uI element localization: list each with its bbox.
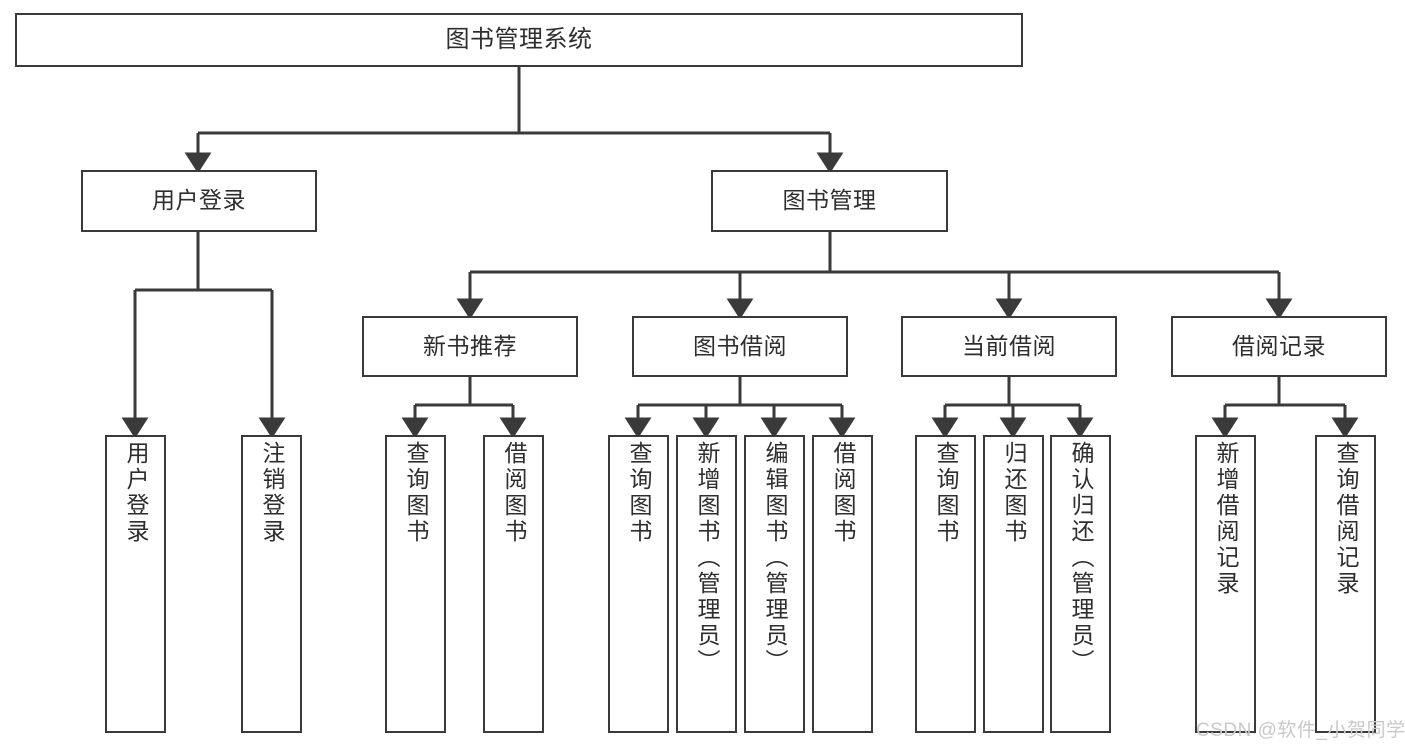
- node-label: 图书管理系统: [445, 25, 593, 53]
- node-label: 当前借阅: [962, 332, 1056, 359]
- node-label: 新增借阅记录: [1213, 441, 1239, 597]
- node-label: 借阅记录: [1232, 332, 1326, 359]
- leaf-user-login[interactable]: 用户登录: [105, 435, 166, 733]
- leaf-confirm-return-admin[interactable]: 确认归还（管理员）: [1050, 435, 1111, 733]
- leaf-logout[interactable]: 注销登录: [241, 435, 302, 733]
- node-book-borrow[interactable]: 图书借阅: [632, 316, 848, 377]
- leaf-return-books[interactable]: 归还图书: [983, 435, 1044, 733]
- node-user-login[interactable]: 用户登录: [81, 170, 317, 232]
- node-label: 图书借阅: [693, 332, 787, 359]
- leaf-borrow-books-recommend[interactable]: 借阅图书: [483, 435, 544, 733]
- node-label: 新书推荐: [423, 332, 517, 359]
- leaf-add-book-admin[interactable]: 新增图书（管理员）: [676, 435, 737, 733]
- leaf-query-books-borrow[interactable]: 查询图书: [608, 435, 669, 733]
- node-label: 借阅图书: [501, 441, 527, 545]
- node-label: 注销登录: [259, 441, 285, 545]
- leaf-borrow-books[interactable]: 借阅图书: [812, 435, 873, 733]
- node-label: 查询图书: [933, 441, 959, 545]
- leaf-query-books-recommend[interactable]: 查询图书: [385, 435, 446, 733]
- node-label: 图书管理: [782, 187, 877, 214]
- node-label: 归还图书: [1001, 441, 1027, 545]
- node-label: 查询图书: [626, 441, 652, 545]
- node-book-management[interactable]: 图书管理: [711, 170, 948, 232]
- node-label: 确认归还（管理员）: [1068, 441, 1094, 675]
- node-borrow-record[interactable]: 借阅记录: [1171, 316, 1387, 377]
- node-label: 借阅图书: [830, 441, 856, 545]
- node-new-book-recommend[interactable]: 新书推荐: [362, 316, 578, 377]
- node-current-borrow[interactable]: 当前借阅: [901, 316, 1117, 377]
- leaf-query-borrow-record[interactable]: 查询借阅记录: [1315, 435, 1376, 733]
- node-label: 用户登录: [152, 187, 246, 214]
- node-root-library-system[interactable]: 图书管理系统: [15, 13, 1023, 67]
- leaf-query-books-current[interactable]: 查询图书: [915, 435, 976, 733]
- node-label: 查询借阅记录: [1333, 441, 1359, 597]
- node-label: 新增图书（管理员）: [694, 441, 720, 675]
- node-label: 编辑图书（管理员）: [762, 441, 788, 675]
- leaf-edit-book-admin[interactable]: 编辑图书（管理员）: [744, 435, 805, 733]
- csdn-watermark: CSDN @软件_小贺同学: [1196, 720, 1405, 741]
- node-label: 查询图书: [403, 441, 429, 545]
- leaf-add-borrow-record[interactable]: 新增借阅记录: [1195, 435, 1256, 733]
- node-label: 用户登录: [123, 441, 149, 545]
